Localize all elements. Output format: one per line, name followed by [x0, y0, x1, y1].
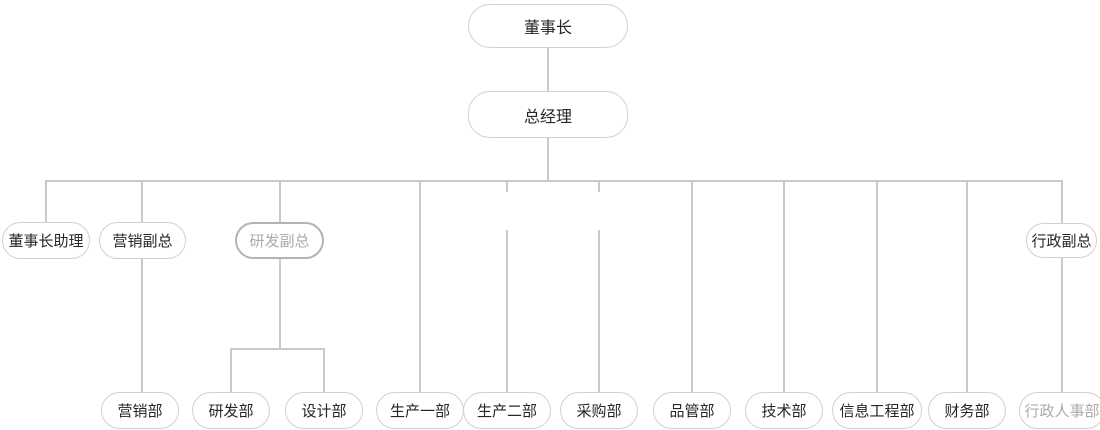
white-overlay-artifact	[487, 192, 667, 230]
connector-rnd-split	[230, 348, 325, 350]
connector-drop-rnd-dept	[230, 348, 232, 392]
node-chairman-assistant: 董事长助理	[2, 222, 90, 259]
node-rnd-vp: 研发副总	[235, 222, 324, 259]
connector-drop-design-dept	[323, 348, 325, 392]
node-info-engineering-dept: 信息工程部	[832, 392, 922, 429]
node-tech-dept-label: 技术部	[761, 402, 807, 420]
node-quality-dept-label: 品管部	[669, 402, 715, 420]
connector-drop-tech	[783, 180, 785, 392]
node-admin-vp-label: 行政副总	[1031, 232, 1092, 250]
node-rnd-dept: 研发部	[192, 392, 270, 429]
node-marketing-vp: 营销副总	[99, 222, 186, 259]
connector-drop-finance	[966, 180, 968, 392]
node-chairman: 董事长	[468, 4, 628, 48]
connector-chairman-gm	[547, 48, 549, 91]
node-info-engineering-dept-label: 信息工程部	[839, 402, 915, 420]
node-marketing-dept-label: 营销部	[117, 402, 163, 420]
node-general-manager: 总经理	[468, 91, 628, 138]
connector-drop-marketing	[141, 180, 143, 392]
node-production-dept-1-label: 生产一部	[389, 402, 450, 420]
node-quality-dept: 品管部	[653, 392, 731, 429]
node-chairman-label: 董事长	[523, 18, 572, 37]
connector-drop-rnd-vp	[279, 180, 281, 348]
node-rnd-vp-label: 研发副总	[249, 232, 310, 250]
node-purchasing-dept-label: 采购部	[576, 402, 622, 420]
node-marketing-dept: 营销部	[101, 392, 179, 429]
node-design-dept-label: 设计部	[301, 402, 347, 420]
node-tech-dept: 技术部	[745, 392, 823, 429]
node-production-dept-2: 生产二部	[463, 392, 551, 429]
node-finance-dept: 财务部	[928, 392, 1006, 429]
node-admin-vp: 行政副总	[1026, 223, 1097, 258]
node-chairman-assistant-label: 董事长助理	[8, 232, 84, 250]
connector-drop-chairman-assistant	[45, 180, 47, 222]
connector-gm-bus	[547, 138, 549, 181]
connector-drop-admin	[1061, 180, 1063, 392]
node-finance-dept-label: 财务部	[944, 402, 990, 420]
node-production-dept-2-label: 生产二部	[476, 402, 537, 420]
node-admin-hr-dept-label: 行政人事部	[1024, 402, 1100, 420]
connector-drop-production2	[506, 180, 508, 392]
connector-drop-info-engineering	[876, 180, 878, 392]
connector-drop-production1	[419, 180, 421, 392]
node-admin-hr-dept: 行政人事部	[1019, 392, 1100, 429]
node-design-dept: 设计部	[285, 392, 363, 429]
node-rnd-dept-label: 研发部	[208, 402, 254, 420]
connector-drop-quality	[691, 180, 693, 392]
connector-bus	[46, 180, 1063, 182]
connector-drop-purchasing	[598, 180, 600, 392]
node-production-dept-1: 生产一部	[376, 392, 464, 429]
node-purchasing-dept: 采购部	[560, 392, 638, 429]
node-general-manager-label: 总经理	[523, 106, 572, 126]
node-marketing-vp-label: 营销副总	[112, 232, 173, 250]
